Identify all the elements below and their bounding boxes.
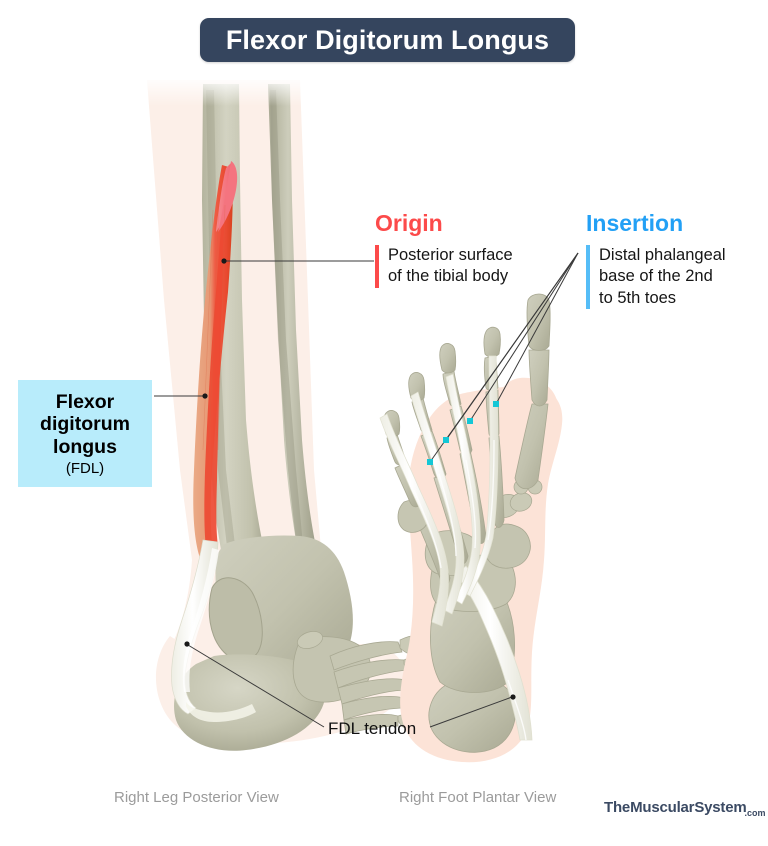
fdl-muscle-proximal-tip [218, 161, 238, 232]
insertion-leader-toe2 [495, 252, 579, 405]
fibula-bone [268, 84, 318, 562]
medial-malleolus [208, 577, 263, 662]
watermark-name: TheMuscularSystem [604, 799, 747, 816]
origin-callout: Origin Posterior surface of the tibial b… [375, 212, 513, 288]
insertion-marker-dots [427, 401, 499, 465]
fibula-shading [270, 90, 304, 558]
site-watermark: TheMuscularSystem.com [604, 799, 768, 818]
muscle-abbreviation-text: (FDL) [65, 459, 105, 477]
leader-lines [154, 252, 579, 728]
origin-accent-bar [375, 245, 379, 288]
top-fade-mask [140, 76, 380, 106]
calcaneus-bone [174, 654, 326, 751]
fdl-tendon-plantar-leg [186, 702, 256, 722]
origin-marker-dot [221, 258, 227, 264]
fdl-muscle-belly-core [204, 176, 228, 548]
muscle-name-box: Flexor digitorum longus (FDL) [18, 380, 152, 487]
caption-left-view: Right Leg Posterior View [114, 789, 279, 806]
leg-skin-heel [155, 636, 268, 747]
page-title: Flexor Digitorum Longus [200, 18, 575, 62]
origin-description: Posterior surface of the tibial body [388, 246, 513, 286]
insertion-leader-toe5 [429, 252, 579, 463]
metatarsals-posterior [329, 641, 409, 735]
muscle-name-marker-dot [202, 393, 208, 399]
foot-plantar-view [379, 293, 563, 763]
insertion-heading: Insertion [586, 210, 684, 236]
fdl-tendon-marker-leg [184, 641, 190, 647]
origin-heading: Origin [375, 210, 443, 236]
insertion-accent-bar [586, 245, 590, 310]
watermark-suffix: .com [744, 808, 766, 818]
muscle-name-text: Flexor digitorum longus [40, 391, 130, 458]
fdl-tendon-leader-leg [187, 644, 325, 728]
tibia-shading [206, 90, 238, 572]
caption-right-view: Right Foot Plantar View [399, 789, 557, 806]
tendon-highlights [413, 439, 527, 741]
insertion-leader-toe3 [469, 252, 579, 422]
fdl-tendon-leader-foot [429, 696, 513, 728]
insertion-description: Distal phalangeal base of the 2nd to 5th… [599, 246, 726, 307]
leg-posterior-view [147, 80, 465, 751]
insertion-callout: Insertion Distal phalangeal base of the … [586, 210, 726, 310]
fdl-tendon-marker-foot [510, 694, 516, 700]
page-title-text: Flexor Digitorum Longus [225, 24, 550, 55]
fdl-tendon-strand-secondary [182, 548, 219, 692]
fdl-tendon-label: FDL tendon [328, 719, 417, 738]
